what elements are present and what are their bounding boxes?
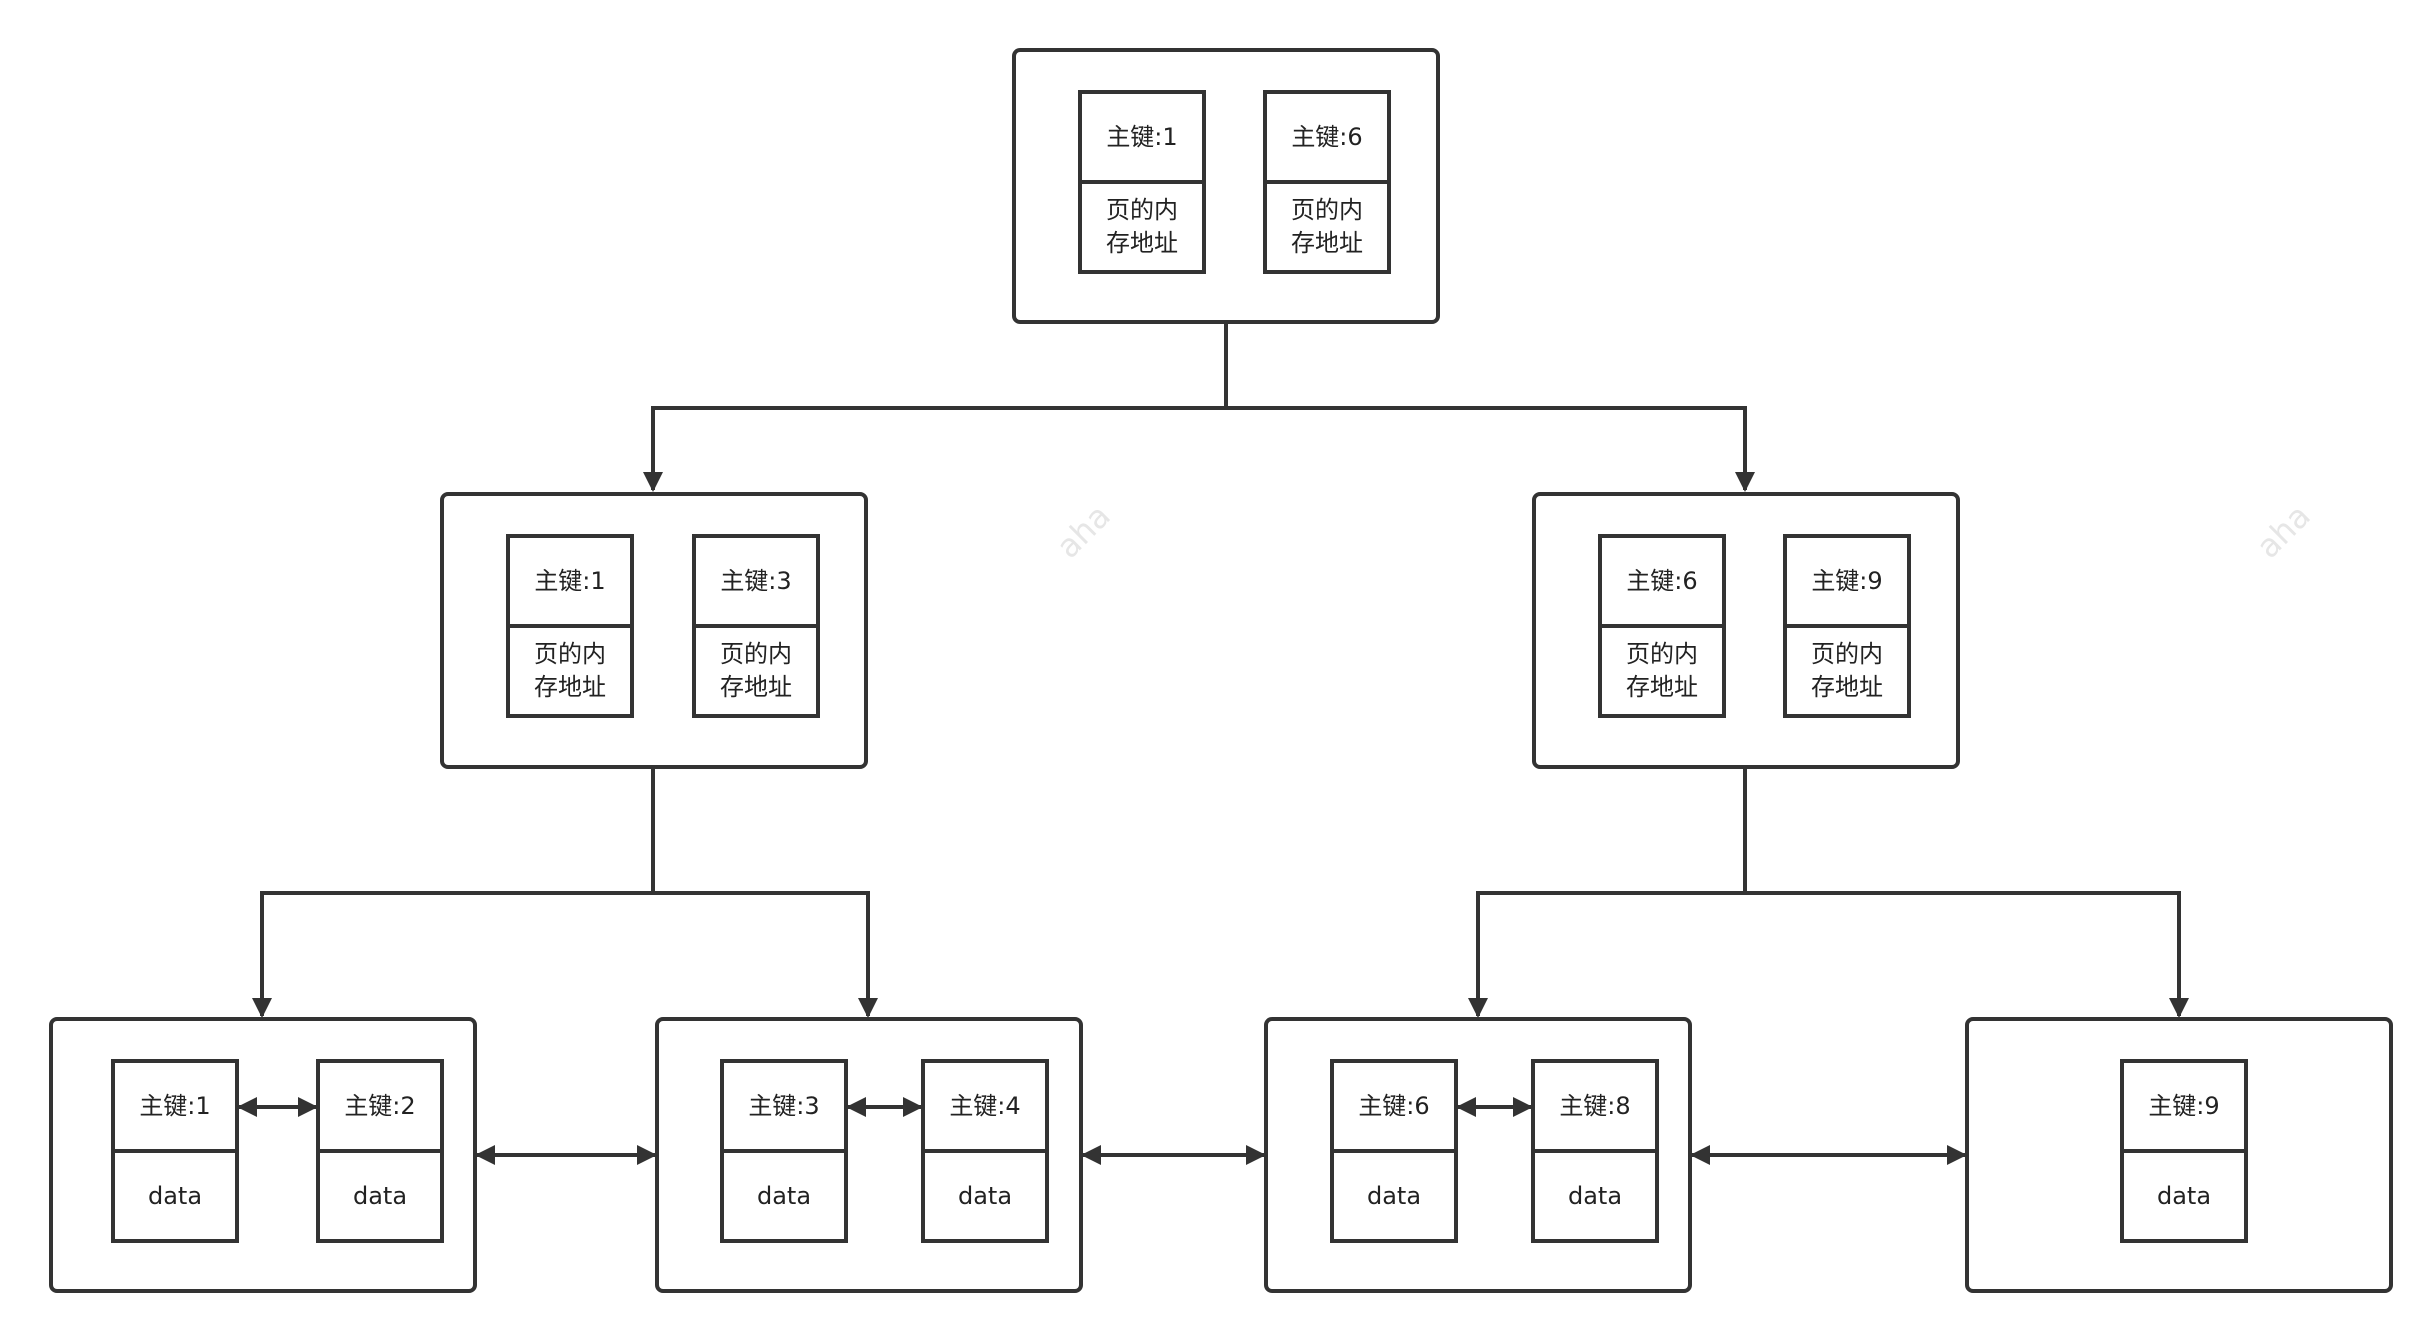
internal-entry: 主键:3 页的内 存地址 — [692, 534, 820, 718]
pointer-label: 页的内 — [1811, 640, 1883, 668]
pointer-cell — [1263, 180, 1391, 274]
key-label: 主键:3 — [748, 1092, 819, 1120]
pointer-label: 页的内 — [1626, 640, 1698, 668]
leaf-entry: 主键:4 data — [921, 1059, 1049, 1243]
key-cell — [1783, 534, 1911, 628]
data-label: data — [2157, 1182, 2211, 1210]
key-label: 主键:3 — [720, 567, 791, 595]
leaf-entry: 主键:6 data — [1330, 1059, 1458, 1243]
pointer-label: 存地址 — [1811, 673, 1883, 701]
root-entry: 主键:6 页的内 存地址 — [1263, 90, 1391, 274]
pointer-label: 存地址 — [720, 673, 792, 701]
pointer-cell — [506, 624, 634, 718]
key-label: 主键:8 — [1559, 1092, 1630, 1120]
edge-root-to-internal — [643, 322, 1228, 492]
key-label: 主键:6 — [1291, 123, 1362, 151]
watermark: aha — [1049, 497, 1118, 566]
key-label: 主键:6 — [1358, 1092, 1429, 1120]
key-cell — [111, 1059, 239, 1153]
pointer-label: 存地址 — [1106, 229, 1178, 257]
data-label: data — [148, 1182, 202, 1210]
data-label: data — [958, 1182, 1012, 1210]
pointer-cell — [1078, 180, 1206, 274]
root-node: 主键:1 页的内 存地址 主键:6 页的内 存地址 — [1012, 48, 1440, 324]
pointer-cell — [1598, 624, 1726, 718]
data-cell — [316, 1149, 444, 1243]
internal-node: 主键:1 页的内 存地址 主键:3 页的内 存地址 — [440, 492, 868, 769]
pointer-label: 存地址 — [1626, 673, 1698, 701]
data-label: data — [757, 1182, 811, 1210]
leaf-entry: 主键:3 data — [720, 1059, 848, 1243]
key-cell — [1531, 1059, 1659, 1153]
key-cell — [692, 534, 820, 628]
pointer-label: 存地址 — [1291, 229, 1363, 257]
leaf-entry: 主键:8 data — [1531, 1059, 1659, 1243]
data-label: data — [353, 1182, 407, 1210]
pointer-label: 页的内 — [720, 640, 792, 668]
key-label: 主键:1 — [139, 1092, 210, 1120]
internal-entry: 主键:6 页的内 存地址 — [1598, 534, 1726, 718]
data-label: data — [1367, 1182, 1421, 1210]
key-label: 主键:1 — [534, 567, 605, 595]
leaf-node: 主键:6 data 主键:8 data — [1264, 1017, 1692, 1293]
key-cell — [316, 1059, 444, 1153]
leaf-node: 主键:1 data 主键:2 data — [49, 1017, 477, 1293]
data-cell — [921, 1149, 1049, 1243]
data-cell — [720, 1149, 848, 1243]
leaf-entry: 主键:2 data — [316, 1059, 444, 1243]
leaf-entry: 主键:9 data — [2120, 1059, 2248, 1243]
key-label: 主键:1 — [1106, 123, 1177, 151]
leaf-entry: 主键:1 data — [111, 1059, 239, 1243]
pointer-label: 页的内 — [1291, 196, 1363, 224]
edge-internal-to-leaf — [252, 767, 655, 1018]
root-entry: 主键:1 页的内 存地址 — [1078, 90, 1206, 274]
edge-internal-to-leaf — [1745, 891, 2189, 1018]
key-label: 主键:9 — [1811, 567, 1882, 595]
data-cell — [1531, 1149, 1659, 1243]
key-label: 主键:4 — [949, 1092, 1020, 1120]
key-label: 主键:2 — [344, 1092, 415, 1120]
key-label: 主键:9 — [2148, 1092, 2219, 1120]
internal-entry: 主键:9 页的内 存地址 — [1783, 534, 1911, 718]
edge-root-to-internal — [1226, 406, 1755, 492]
data-cell — [2120, 1149, 2248, 1243]
pointer-label: 页的内 — [1106, 196, 1178, 224]
internal-entry: 主键:1 页的内 存地址 — [506, 534, 634, 718]
data-label: data — [1568, 1182, 1622, 1210]
pointer-label: 页的内 — [534, 640, 606, 668]
internal-node: 主键:6 页的内 存地址 主键:9 页的内 存地址 — [1532, 492, 1960, 769]
leaf-node: 主键:3 data 主键:4 data — [655, 1017, 1083, 1293]
key-cell — [1078, 90, 1206, 184]
edge-internal-to-leaf — [1468, 767, 1747, 1018]
data-cell — [111, 1149, 239, 1243]
watermark: aha — [2249, 497, 2318, 566]
tree-edges — [252, 322, 2189, 1018]
pointer-cell — [692, 624, 820, 718]
key-cell — [2120, 1059, 2248, 1153]
key-label: 主键:6 — [1626, 567, 1697, 595]
key-cell — [1330, 1059, 1458, 1153]
leaf-node: 主键:9 data — [1965, 1017, 2393, 1293]
pointer-label: 存地址 — [534, 673, 606, 701]
pointer-cell — [1783, 624, 1911, 718]
data-cell — [1330, 1149, 1458, 1243]
edge-internal-to-leaf — [653, 891, 878, 1018]
